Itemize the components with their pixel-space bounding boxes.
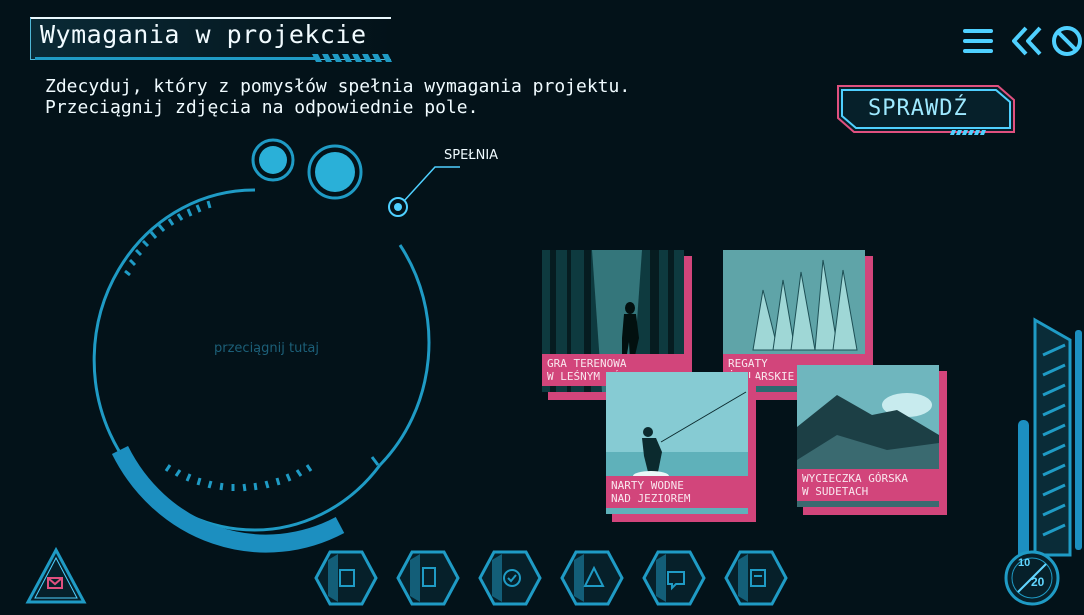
hex-tool-6-icon[interactable] bbox=[724, 550, 788, 606]
title-stripes bbox=[312, 54, 392, 62]
back-icon[interactable] bbox=[1010, 24, 1044, 58]
block-icon[interactable] bbox=[1050, 24, 1084, 58]
hex-tool-1-icon[interactable] bbox=[314, 550, 378, 606]
title-underline bbox=[35, 57, 315, 60]
check-button-label[interactable]: SPRAWDŹ bbox=[868, 96, 968, 121]
mail-icon bbox=[47, 577, 63, 589]
counter-current: 10 bbox=[1018, 557, 1031, 569]
hex-tool-2-icon[interactable] bbox=[396, 550, 460, 606]
check-button[interactable] bbox=[832, 82, 1018, 137]
instructions: Zdecyduj, który z pomysłów spełnia wymag… bbox=[45, 76, 631, 118]
card-caption: WYCIECZKA GÓRSKA W SUDETACH bbox=[797, 469, 939, 501]
card-forest-game[interactable]: GRA TERENOWA W LEŚNYM OŚRODKU bbox=[542, 250, 692, 400]
hex-tool-3-icon[interactable] bbox=[478, 550, 542, 606]
page-title: Wymagania w projekcie bbox=[40, 20, 367, 49]
drop-zone-placeholder: przeciągnij tutaj bbox=[214, 341, 320, 356]
hex-tool-4-icon[interactable] bbox=[560, 550, 624, 606]
card-caption: NARTY WODNE NAD JEZIOREM bbox=[606, 476, 748, 508]
card-mountain-trip[interactable]: WYCIECZKA GÓRSKA W SUDETACH bbox=[797, 365, 947, 515]
card-water-skiing[interactable]: NARTY WODNE NAD JEZIOREM bbox=[606, 372, 756, 522]
home-button[interactable] bbox=[24, 546, 88, 606]
counter-total: 20 bbox=[1031, 575, 1045, 589]
drop-zone-label: SPEŁNIA bbox=[444, 148, 499, 163]
progress-counter bbox=[1004, 550, 1060, 606]
drop-zone[interactable] bbox=[80, 135, 460, 555]
title-box bbox=[30, 17, 391, 60]
progress-bar bbox=[1018, 317, 1082, 560]
hex-tool-5-icon[interactable] bbox=[642, 550, 706, 606]
menu-icon[interactable] bbox=[961, 24, 995, 58]
